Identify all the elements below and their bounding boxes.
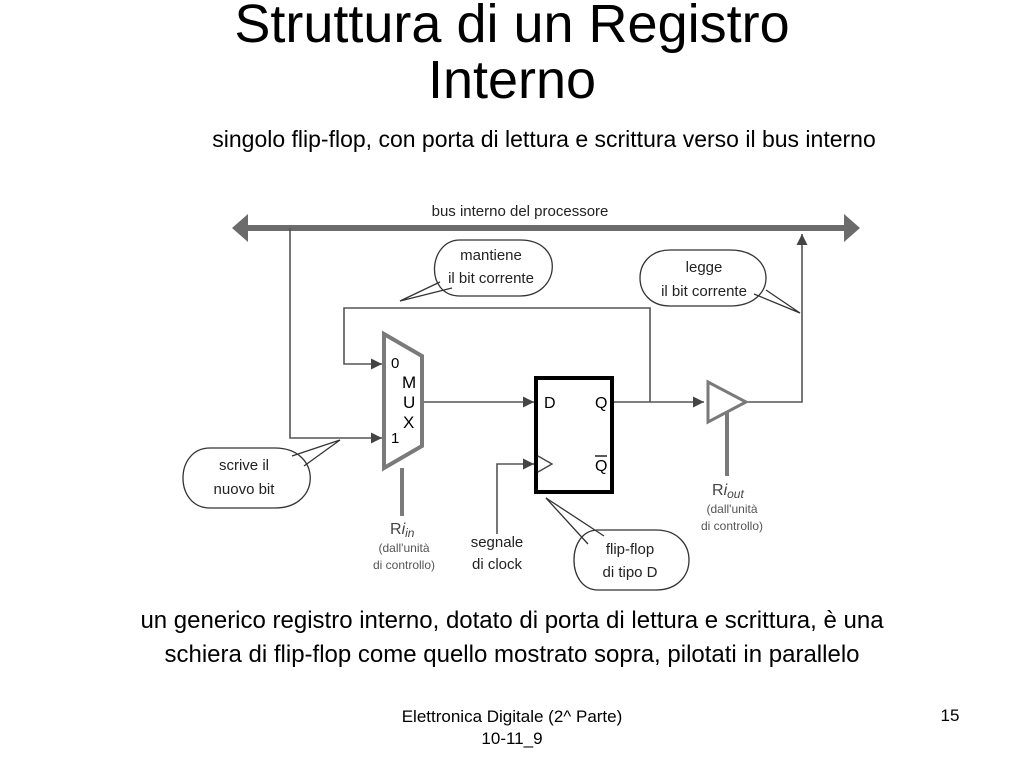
balloon-mantiene: mantiene il bit corrente <box>399 239 553 302</box>
caption: un generico registro interno, dotato di … <box>40 604 984 672</box>
clock-label-1: segnale <box>471 534 524 551</box>
wires <box>289 228 808 534</box>
svg-text:scrive il: scrive il <box>219 457 269 474</box>
footer: Elettronica Digitale (2^ Parte) 10-11_9 <box>300 706 724 750</box>
svg-text:il bit corrente: il bit corrente <box>448 270 534 287</box>
mux-letter-m: M <box>402 373 416 392</box>
ri-out-label: Riout (dall'unità di controllo) <box>701 482 763 533</box>
ri-in-note-2: di controllo) <box>373 558 435 572</box>
feedback-wire <box>343 307 651 402</box>
bus-label: bus interno del processore <box>432 203 609 220</box>
clock-wire <box>496 458 534 534</box>
balloon-legge: legge il bit corrente <box>639 249 801 314</box>
buffer-to-bus-wire <box>746 234 808 403</box>
title-line-1: Struttura di un Registro <box>234 0 790 54</box>
mux-input-0: 0 <box>391 355 399 372</box>
flipflop-d-label: D <box>544 395 556 412</box>
balloon-scrive: scrive il nuovo bit <box>182 439 341 509</box>
d-flipflop: D Q Q <box>534 376 614 494</box>
caption-line-2: schiera di flip-flop come quello mostrat… <box>164 641 860 668</box>
svg-text:legge: legge <box>686 259 723 276</box>
caption-line-1: un generico registro interno, dotato di … <box>140 607 884 634</box>
internal-bus: bus interno del processore <box>232 203 860 242</box>
balloon-flipflop: flip-flop di tipo D <box>545 497 690 591</box>
flipflop-qbar-label: Q <box>595 458 607 475</box>
svg-text:Riin: Riin <box>390 521 415 540</box>
register-diagram: bus interno del processore 0 1 M U X D Q… <box>182 203 860 591</box>
svg-text:flip-flop: flip-flop <box>606 541 654 558</box>
svg-text:mantiene: mantiene <box>460 247 522 264</box>
title-line-2: Interno <box>427 50 597 110</box>
mux-letter-x: X <box>403 413 414 432</box>
ri-in-note-1: (dall'unità <box>379 541 430 555</box>
flipflop-q-label: Q <box>595 395 607 412</box>
ri-in-label: Riin (dall'unità di controllo) <box>373 521 435 572</box>
page-number: 15 <box>940 706 960 725</box>
slide-subtitle: singolo flip-flop, con porta di lettura … <box>212 126 876 152</box>
svg-text:Riout: Riout <box>712 482 744 501</box>
footer-line-1: Elettronica Digitale (2^ Parte) <box>401 707 623 726</box>
clock-label: segnale di clock <box>471 534 524 573</box>
bus-to-mux-wire <box>289 228 382 444</box>
mux-input-1: 1 <box>391 430 399 447</box>
mux: 0 1 M U X <box>382 330 424 516</box>
svg-text:il bit corrente: il bit corrente <box>661 283 747 300</box>
svg-text:di tipo D: di tipo D <box>602 564 657 581</box>
ri-out-note-2: di controllo) <box>701 519 763 533</box>
mux-letter-u: U <box>403 393 415 412</box>
svg-text:nuovo bit: nuovo bit <box>214 481 276 498</box>
clock-label-2: di clock <box>472 556 523 573</box>
output-buffer <box>706 379 750 476</box>
footer-line-2: 10-11_9 <box>481 729 543 748</box>
ri-out-note-1: (dall'unità <box>707 502 758 516</box>
